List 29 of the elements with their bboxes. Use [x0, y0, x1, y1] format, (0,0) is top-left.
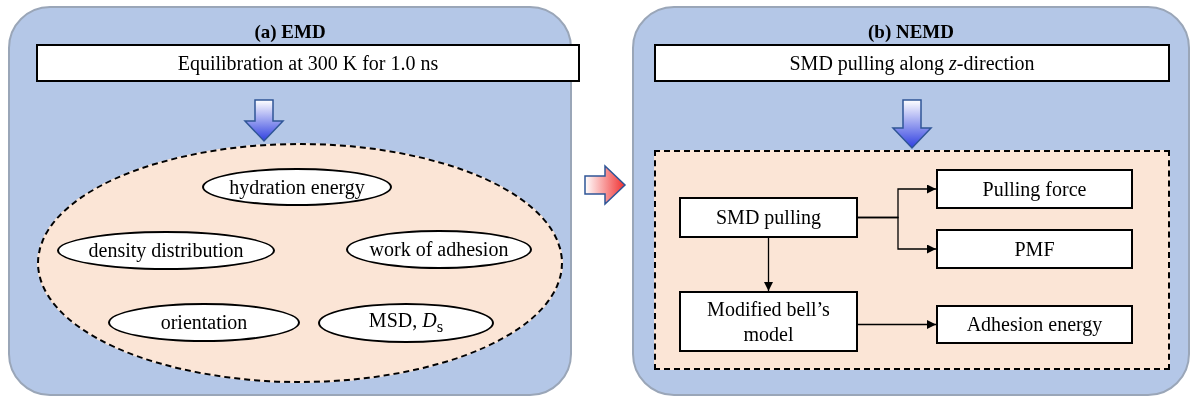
node-label: Modified bell’s model [706, 296, 831, 347]
panel [632, 6, 1190, 396]
panel-title: (b) NEMD [867, 20, 955, 44]
node-label: SMD pulling [716, 205, 821, 230]
node-label: MSD, D$_{s}$ [368, 308, 444, 338]
node-label: PMF [1014, 236, 1055, 262]
node-label: SMD pulling along z-direction [789, 50, 1035, 76]
process-box [936, 169, 1133, 209]
node-label: density distribution [88, 238, 244, 263]
dashed-frame [654, 150, 1170, 370]
process-box [654, 44, 1170, 82]
process-box [36, 44, 580, 82]
process-box [936, 229, 1133, 269]
node-label: Equilibration at 300 K for 1.0 ns [177, 50, 439, 76]
arrow [857, 216, 937, 254]
arrow [764, 237, 773, 292]
node-label: Pulling force [982, 176, 1087, 202]
arrow [857, 320, 937, 329]
block-arrow [584, 164, 627, 206]
block-arrow [243, 99, 285, 143]
node-label: Adhesion energy [966, 312, 1103, 337]
process-box [679, 197, 858, 238]
panel-title: (a) EMD [253, 20, 327, 44]
process-box [936, 305, 1133, 344]
block-arrow [891, 99, 933, 150]
node-label: hydration energy [229, 174, 365, 200]
process-box [679, 291, 858, 352]
node-label: orientation [160, 310, 248, 335]
node-label: work of adhesion [369, 237, 509, 262]
